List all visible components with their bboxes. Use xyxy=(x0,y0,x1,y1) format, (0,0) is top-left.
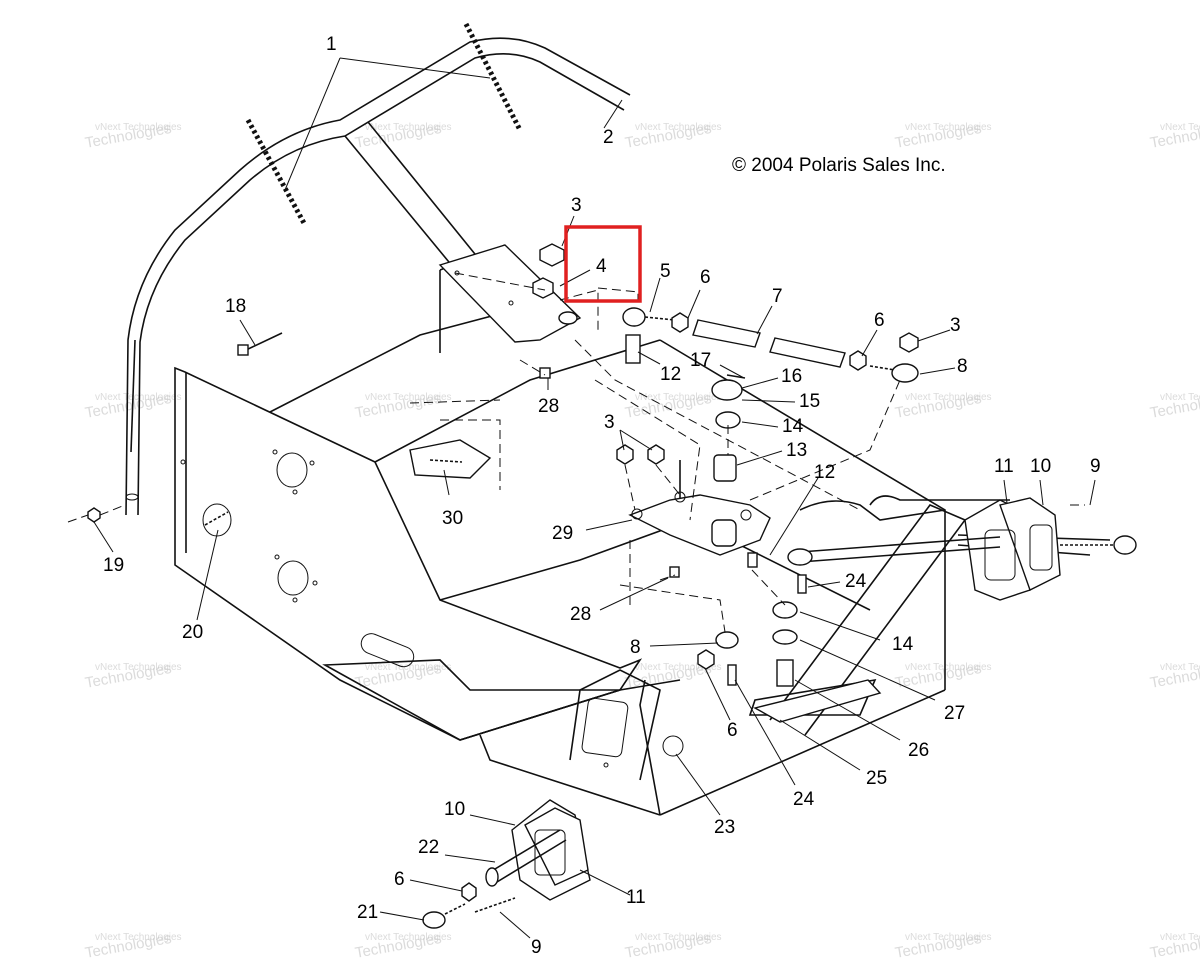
callout-6: 6 xyxy=(727,720,738,741)
watermark-text: vNext Technologies xyxy=(95,932,182,943)
watermark-text: vNext Technologies xyxy=(1160,662,1200,673)
callout-6: 6 xyxy=(874,310,885,331)
highlight-box xyxy=(564,225,642,303)
callout-2: 2 xyxy=(603,127,614,148)
callout-13: 13 xyxy=(786,440,807,461)
callout-11: 11 xyxy=(626,887,646,908)
callout-18: 18 xyxy=(225,296,246,317)
callout-24: 24 xyxy=(845,571,867,592)
watermark-text: vNext Technologies xyxy=(905,662,992,673)
callout-10: 10 xyxy=(444,799,465,820)
callout-30: 30 xyxy=(442,508,463,529)
watermark-text: vNext Technologies xyxy=(635,932,722,943)
watermark-text: vNext Technologies xyxy=(1160,392,1200,403)
watermark-text: vNext Technologies xyxy=(905,122,992,133)
watermark-text: vNext Technologies xyxy=(365,932,452,943)
leader-lines xyxy=(93,57,1096,939)
callout-6: 6 xyxy=(700,267,711,288)
callout-14: 14 xyxy=(892,634,914,655)
callout-14: 14 xyxy=(782,416,804,437)
callout-7: 7 xyxy=(772,286,783,307)
callout-16: 16 xyxy=(781,366,802,387)
callout-24: 24 xyxy=(793,789,815,810)
watermark-text: vNext Technologies xyxy=(1160,932,1200,943)
callout-11: 11 xyxy=(994,456,1014,477)
grip-tape xyxy=(245,22,523,227)
callout-10: 10 xyxy=(1030,456,1051,477)
callout-8: 8 xyxy=(630,637,641,658)
callout-22: 22 xyxy=(418,837,439,858)
callout-19: 19 xyxy=(103,555,124,576)
copyright-text: © 2004 Polaris Sales Inc. xyxy=(732,155,946,176)
callout-9: 9 xyxy=(1090,456,1101,477)
callout-3: 3 xyxy=(950,315,961,336)
watermark-text: vNext Technologies xyxy=(95,122,182,133)
watermark-text: vNext Technologies xyxy=(95,662,182,673)
watermark-text: vNext Technologies xyxy=(365,392,452,403)
watermark-text: vNext Technologies xyxy=(635,392,722,403)
callout-6: 6 xyxy=(394,869,405,890)
skid-plate-right xyxy=(753,679,882,723)
callout-28: 28 xyxy=(538,396,559,417)
callout-21: 21 xyxy=(357,902,378,923)
assembly-lines xyxy=(67,272,1085,633)
callout-27: 27 xyxy=(944,703,965,724)
watermark-text: vNext Technologies xyxy=(905,392,992,403)
callout-15: 15 xyxy=(799,391,820,412)
callout-9: 9 xyxy=(531,937,542,958)
watermark-text: vNext Technologies xyxy=(95,392,182,403)
callout-23: 23 xyxy=(714,817,735,838)
watermark-text: vNext Technologies xyxy=(365,662,452,673)
callout-12: 12 xyxy=(814,462,835,483)
callout-3: 3 xyxy=(571,195,582,216)
flange-right xyxy=(964,497,1061,601)
callout-labels: 1 2 3 4 5 6 7 6 3 8 18 12 17 16 15 14 13… xyxy=(103,34,1101,958)
callout-20: 20 xyxy=(182,622,203,643)
callout-3: 3 xyxy=(604,412,615,433)
callout-26: 26 xyxy=(908,740,929,761)
callout-5: 5 xyxy=(660,261,671,282)
callout-12: 12 xyxy=(660,364,681,385)
pitman-arm xyxy=(628,454,771,556)
callout-28: 28 xyxy=(570,604,591,625)
watermark-text: vNext Technologies xyxy=(905,932,992,943)
callout-4: 4 xyxy=(596,256,607,277)
watermark-text: vNext Technologies xyxy=(365,122,452,133)
watermark-text: vNext Technologies xyxy=(635,662,722,673)
tie-rod xyxy=(787,535,1137,566)
callout-25: 25 xyxy=(866,768,887,789)
callout-29: 29 xyxy=(552,523,573,544)
flange-left xyxy=(422,669,684,929)
watermark-text: vNext Technologies xyxy=(635,122,722,133)
watermark-text: vNext Technologies xyxy=(1160,122,1200,133)
callout-17: 17 xyxy=(690,350,711,371)
bumper-tube xyxy=(125,37,631,516)
callout-1: 1 xyxy=(326,34,337,55)
callout-8: 8 xyxy=(957,356,968,377)
